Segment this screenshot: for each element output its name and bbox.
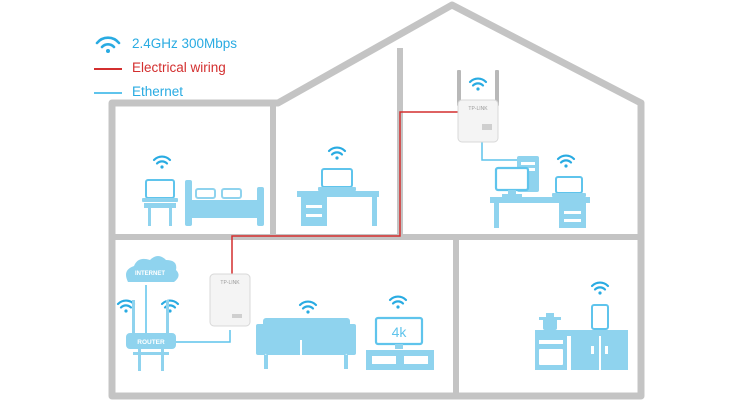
laptop-icon bbox=[552, 176, 586, 197]
legend-label-wifi: 2.4GHz 300Mbps bbox=[132, 36, 238, 51]
red-line-swatch bbox=[94, 68, 122, 70]
laptop-icon bbox=[142, 179, 178, 202]
legend-item-ethernet: Ethernet bbox=[94, 82, 314, 106]
wifi-icon bbox=[116, 299, 136, 314]
blue-line-swatch bbox=[94, 92, 122, 94]
wifi-icon bbox=[160, 299, 180, 314]
internet-label: INTERNET bbox=[135, 271, 165, 277]
legend-label-ethernet: Ethernet bbox=[132, 84, 184, 99]
adapter-brand: TP-LINK bbox=[220, 280, 240, 286]
monitor-icon bbox=[494, 166, 530, 197]
tv-stand bbox=[366, 350, 434, 370]
pot-icon bbox=[539, 313, 561, 330]
kitchen-counter bbox=[535, 330, 628, 370]
laptop-icon bbox=[318, 168, 356, 191]
tablet-icon bbox=[591, 304, 609, 330]
tv-label: 4k bbox=[392, 324, 408, 340]
house-outline bbox=[108, 1, 645, 400]
side-table bbox=[144, 203, 176, 226]
wifi-icon bbox=[327, 146, 347, 161]
extender-brand: TP-LINK bbox=[468, 106, 488, 112]
wifi-icon bbox=[388, 295, 408, 310]
desk-icon bbox=[490, 197, 590, 228]
powerline-adapter: TP-LINK bbox=[209, 273, 251, 327]
wifi-icon bbox=[590, 281, 610, 296]
bed-icon bbox=[185, 180, 264, 226]
range-extender: TP-LINK bbox=[457, 70, 499, 143]
legend-label-electrical: Electrical wiring bbox=[132, 60, 226, 75]
desk-icon bbox=[297, 191, 379, 226]
wifi-icon bbox=[468, 77, 488, 92]
sofa-icon bbox=[256, 318, 356, 369]
electrical-wiring-line bbox=[231, 111, 458, 275]
wifi-icon bbox=[298, 300, 318, 315]
wifi-icon bbox=[95, 36, 121, 53]
router-icon: ROUTER bbox=[126, 300, 176, 371]
wifi-icon bbox=[152, 155, 172, 170]
cloud-icon: INTERNET bbox=[126, 256, 179, 282]
router-label: ROUTER bbox=[137, 339, 165, 346]
legend: 2.4GHz 300Mbps Electrical wiring Etherne… bbox=[94, 34, 314, 106]
tv-icon: 4k bbox=[374, 316, 424, 349]
legend-item-wifi: 2.4GHz 300Mbps bbox=[94, 34, 314, 58]
ethernet-lines bbox=[145, 140, 518, 343]
legend-item-electrical: Electrical wiring bbox=[94, 58, 314, 82]
wifi-icon bbox=[556, 154, 576, 169]
